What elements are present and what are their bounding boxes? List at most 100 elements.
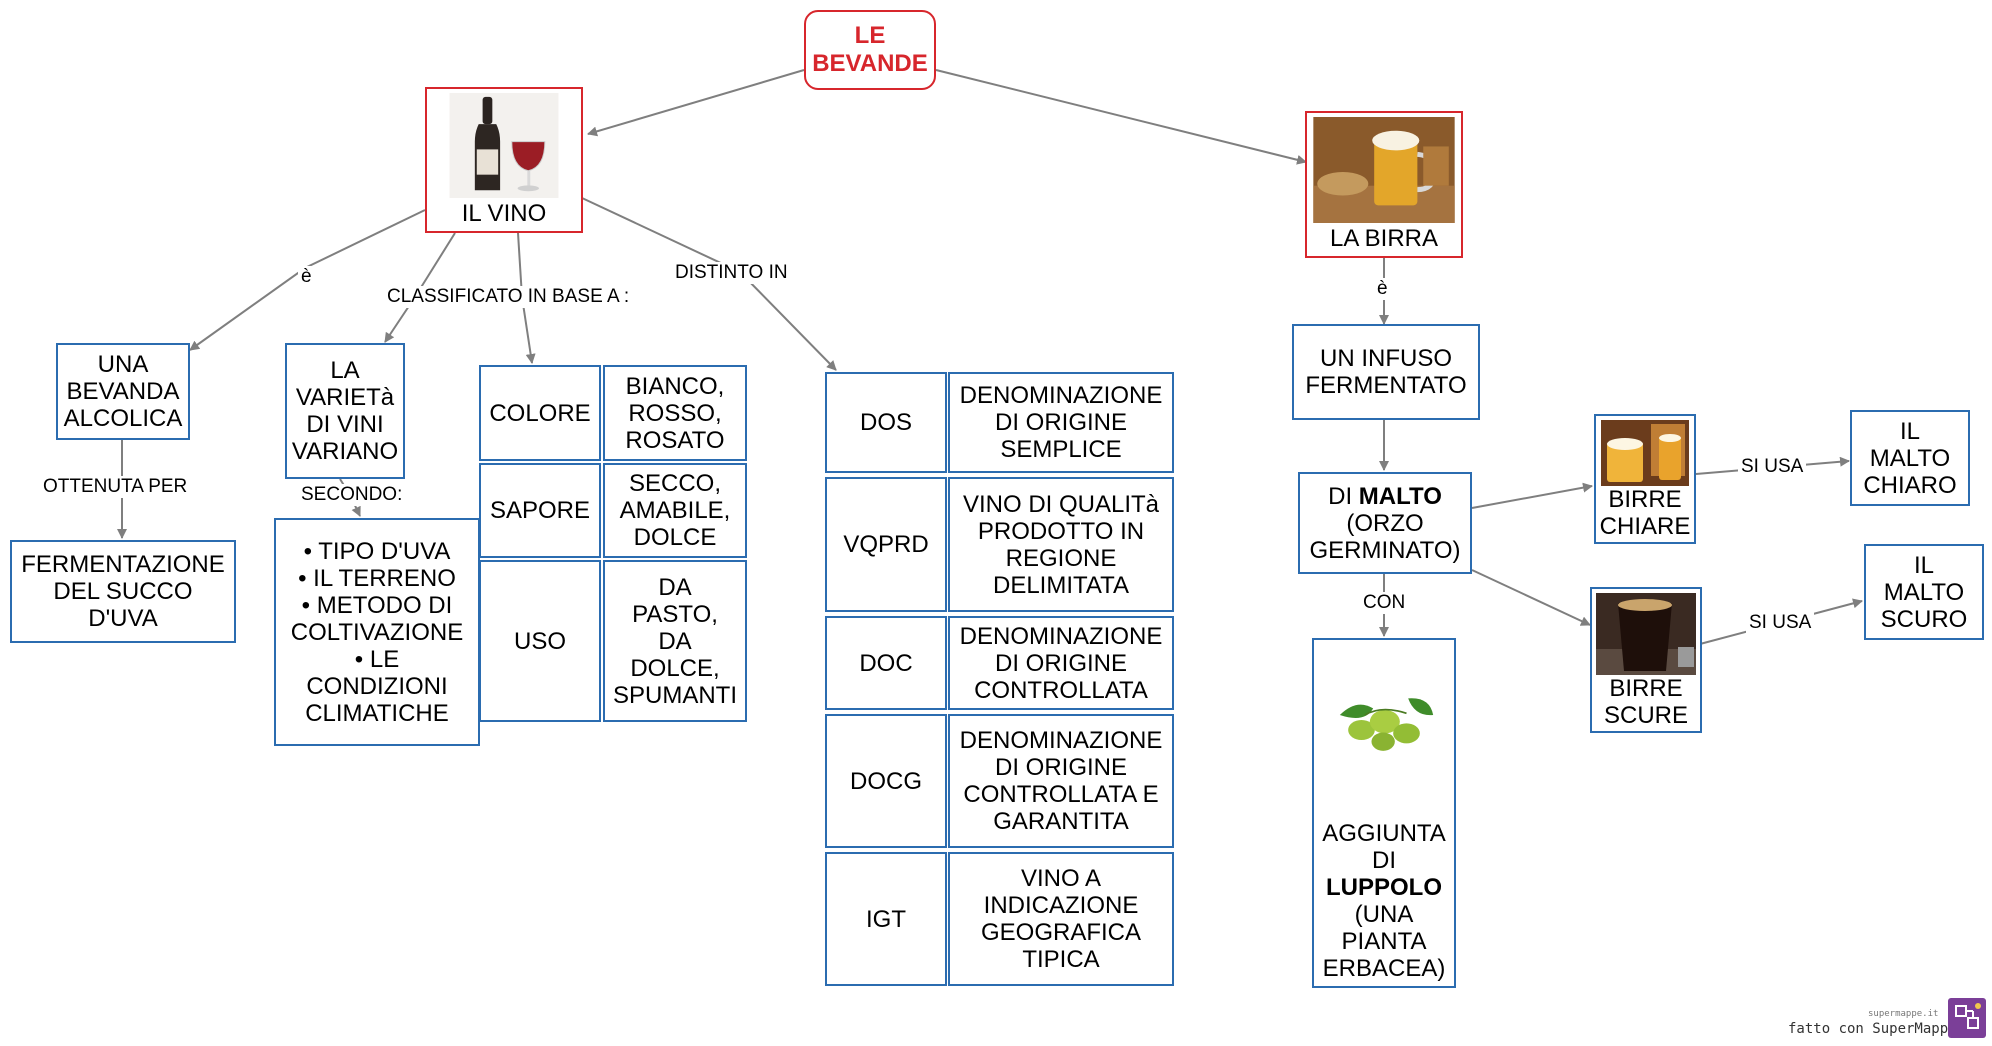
- supermappe-logo: [1948, 998, 1986, 1038]
- igt-desc-2: INDICAZIONE: [983, 892, 1139, 919]
- docg-desc-2: DI ORIGINE: [994, 754, 1127, 781]
- fermentazione-line-2: DEL SUCCO: [53, 578, 193, 605]
- doc-desc-1: DENOMINAZIONE: [959, 622, 1163, 650]
- igt-desc-1: VINO A: [1020, 865, 1102, 892]
- vqprd-desc-4: DELIMITATA: [992, 571, 1129, 599]
- node-birre-chiare: BIRRE CHIARE: [1594, 414, 1696, 544]
- node-varieta-vini: LA VARIETà DI VINI VARIANO: [285, 343, 405, 479]
- scure-line-2: SCURE: [1603, 702, 1688, 729]
- denominazione-desc-doc: DENOMINAZIONE DI ORIGINE CONTROLLATA: [948, 616, 1174, 710]
- docg-code: DOCG: [850, 767, 922, 795]
- malto-scuro-line-2: MALTO: [1883, 578, 1965, 606]
- denominazione-code-doc: DOC: [825, 616, 947, 710]
- malto-prefix: DI: [1328, 482, 1359, 510]
- bevanda-line-3: ALCOLICA: [63, 405, 183, 432]
- classe-name-uso: USO: [513, 627, 566, 655]
- doc-desc-2: DI ORIGINE: [994, 649, 1127, 677]
- edge-label-si-usa-2: SI USA: [1746, 612, 1815, 634]
- fattori-line-3: • METODO DI: [301, 591, 453, 619]
- edge-vino-denominazioni: [581, 197, 837, 371]
- edge-root-vino: [587, 69, 805, 137]
- classe-cell-colore: COLORE: [479, 365, 601, 461]
- supermappe-logo-icon: [1955, 1003, 1981, 1029]
- classe-name-sapore: SAPORE: [489, 497, 591, 524]
- classe-cell-sapore: SAPORE: [479, 463, 601, 558]
- denominazione-desc-dos: DENOMINAZIONE DI ORIGINE SEMPLICE: [948, 372, 1174, 473]
- node-malto-scuro: IL MALTO SCURO: [1864, 544, 1984, 640]
- docg-desc-3: CONTROLLATA E: [963, 781, 1159, 808]
- edge-label-con: CON: [1360, 592, 1409, 614]
- node-luppolo: AGGIUNTA DI LUPPOLO (UNA PIANTA ERBACEA): [1312, 638, 1456, 988]
- node-fermentazione: FERMENTAZIONE DEL SUCCO D'UVA: [10, 540, 236, 643]
- varieta-line-4: VARIANO: [291, 438, 399, 465]
- luppolo-line-5: PIANTA: [1341, 928, 1427, 955]
- uso-value-2: PASTO,: [632, 600, 718, 628]
- chiare-line-1: BIRRE: [1608, 486, 1682, 513]
- edge-label-distinto: DISTINTO IN: [672, 262, 791, 284]
- malto-chiaro-line-2: MALTO: [1869, 444, 1951, 472]
- igt-code: IGT: [866, 905, 906, 933]
- edge-malto-scure: [1471, 569, 1591, 626]
- light-beer-image: [1601, 420, 1689, 486]
- doc-desc-3: CONTROLLATA: [974, 676, 1148, 704]
- dos-desc-2: DI ORIGINE: [994, 409, 1127, 436]
- node-la-birra-label: LA BIRRA: [1329, 225, 1439, 252]
- chiare-line-2: CHIARE: [1599, 513, 1691, 540]
- fattori-line-5: • LE: [354, 645, 400, 673]
- colore-value-1: BIANCO,: [625, 372, 725, 400]
- root-node-le-bevande: LE BEVANDE: [804, 10, 936, 90]
- edge-label-classificato: CLASSIFICATO IN BASE A :: [384, 286, 633, 308]
- fattori-line-6: CONDIZIONI: [306, 672, 448, 700]
- node-una-bevanda-alcolica: UNA BEVANDA ALCOLICA: [56, 343, 190, 440]
- bevanda-line-2: BEVANDA: [66, 378, 180, 405]
- edge-malto-chiare: [1471, 482, 1593, 509]
- edge-label-ottenuta: OTTENUTA PER: [40, 476, 191, 498]
- malto-scuro-line-3: SCURO: [1880, 605, 1968, 633]
- doc-code: DOC: [859, 649, 913, 677]
- classe-value-colore: BIANCO, ROSSO, ROSATO: [603, 365, 747, 461]
- fermentazione-line-1: FERMENTAZIONE: [21, 551, 225, 578]
- bevanda-line-1: UNA: [97, 351, 149, 378]
- infuso-line-1: UN INFUSO: [1320, 345, 1452, 372]
- malto-scuro-line-1: IL: [1913, 551, 1934, 579]
- igt-desc-3: GEOGRAFICA: [980, 919, 1142, 946]
- denominazione-desc-vqprd: VINO DI QUALITà PRODOTTO IN REGIONE DELI…: [948, 477, 1174, 612]
- classe-value-uso: DA PASTO, DA DOLCE, SPUMANTI: [603, 560, 747, 722]
- edge-label-si-usa-1: SI USA: [1738, 456, 1807, 478]
- colore-value-3: ROSATO: [625, 426, 725, 454]
- varieta-line-1: LA: [330, 357, 360, 384]
- infuso-line-2: FERMENTATO: [1305, 372, 1467, 399]
- node-infuso-fermentato: UN INFUSO FERMENTATO: [1292, 324, 1480, 420]
- denominazione-code-vqprd: VQPRD: [825, 477, 947, 612]
- malto-chiaro-line-1: IL: [1899, 417, 1920, 445]
- luppolo-line-1: AGGIUNTA: [1322, 820, 1446, 847]
- docg-desc-1: DENOMINAZIONE: [959, 727, 1163, 754]
- sapore-value-2: AMABILE,: [619, 497, 731, 524]
- classe-name-colore: COLORE: [489, 399, 591, 427]
- luppolo-line-2: DI: [1372, 847, 1396, 874]
- edge-label-secondo: SECONDO:: [298, 484, 406, 506]
- denominazione-code-igt: IGT: [825, 852, 947, 986]
- scure-line-1: BIRRE: [1609, 675, 1683, 702]
- dos-code: DOS: [859, 409, 912, 436]
- malto-line-2: (ORZO: [1346, 509, 1424, 537]
- uso-value-3: DA: [658, 627, 692, 655]
- classe-value-sapore: SECCO, AMABILE, DOLCE: [603, 463, 747, 558]
- luppolo-line-6: ERBACEA): [1322, 955, 1446, 982]
- malto-bold: MALTO: [1358, 482, 1442, 510]
- wine-bottle-image: [449, 93, 559, 198]
- denominazione-code-docg: DOCG: [825, 714, 947, 848]
- dark-beer-image: [1596, 593, 1696, 675]
- edge-label-e-birra: è: [1374, 278, 1391, 300]
- edge-root-birra: [935, 69, 1307, 165]
- malto-line-1: DI MALTO: [1328, 483, 1442, 510]
- node-la-birra: LA BIRRA: [1305, 111, 1463, 258]
- denominazione-desc-docg: DENOMINAZIONE DI ORIGINE CONTROLLATA E G…: [948, 714, 1174, 848]
- node-il-vino: IL VINO: [425, 87, 583, 233]
- sapore-value-1: SECCO,: [628, 470, 721, 497]
- vqprd-desc-1: VINO DI QUALITà: [962, 490, 1160, 518]
- uso-value-5: SPUMANTI: [612, 681, 737, 709]
- beer-mug-image: [1313, 117, 1455, 223]
- uso-value-1: DA: [658, 573, 692, 601]
- vqprd-desc-3: REGIONE: [1005, 544, 1117, 572]
